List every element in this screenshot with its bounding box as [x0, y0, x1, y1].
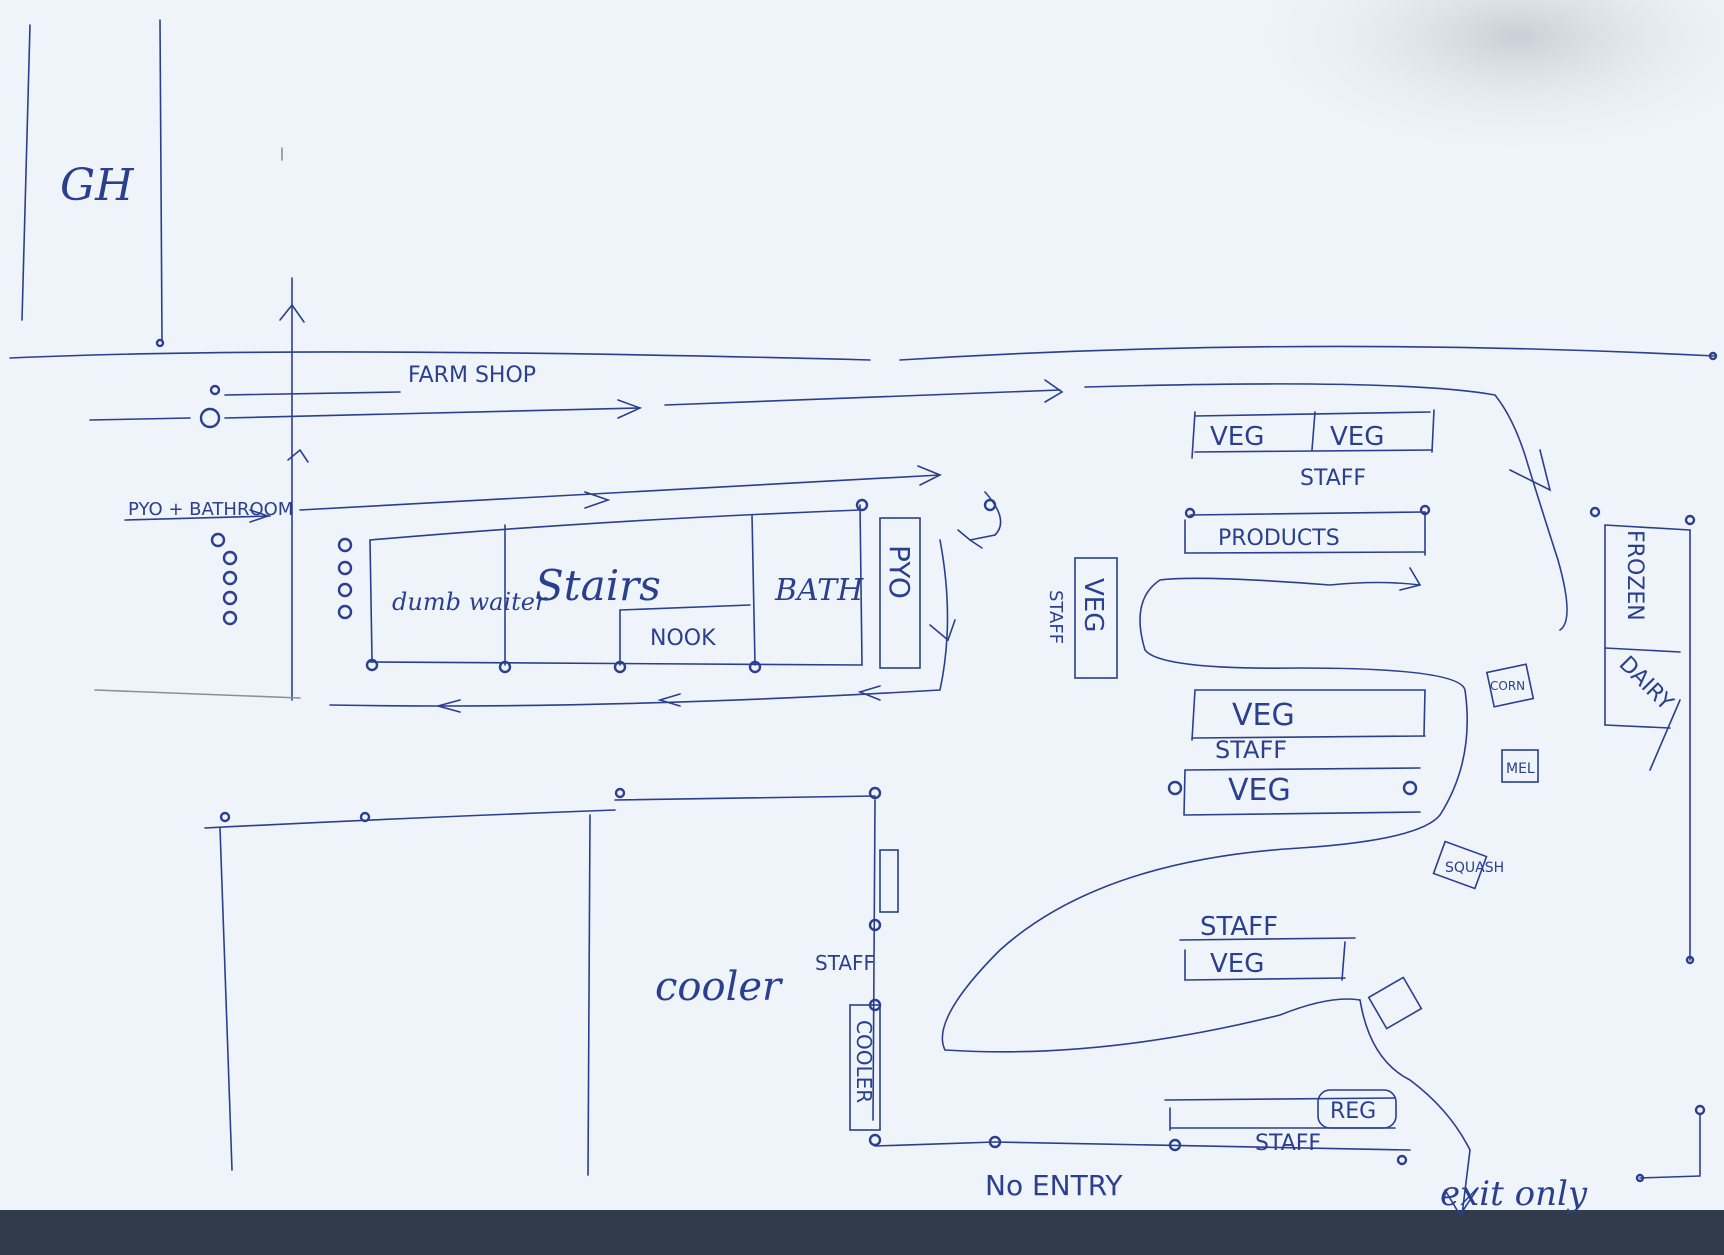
- staff-lower-label: STAFF: [1200, 912, 1278, 942]
- reg-label: REG: [1330, 1099, 1376, 1124]
- unlabeled-box: [1367, 976, 1423, 1030]
- squash-label: SQUASH: [1445, 860, 1504, 876]
- pyo-route: [124, 465, 1002, 549]
- mel-label: MEL: [1506, 761, 1535, 777]
- posts-left: [210, 532, 353, 626]
- bottom-right-corner: [1635, 1104, 1706, 1183]
- stairs-label: Stairs: [535, 561, 661, 610]
- veg-mid-2-label: VEG: [1228, 773, 1291, 808]
- farm-shop-label: FARM SHOP: [408, 363, 536, 388]
- exit-only-label: exit only: [1440, 1174, 1588, 1214]
- nook-label: NOOK: [650, 626, 716, 651]
- staff-top-label: STAFF: [1300, 466, 1366, 491]
- cooler-area: [204, 786, 1411, 1176]
- corn-label: CORN: [1490, 679, 1525, 693]
- veg-vertical-label: VEG: [1078, 578, 1108, 632]
- no-entry-label: No ENTRY: [985, 1169, 1123, 1202]
- veg-top-right-label: VEG: [1330, 422, 1384, 452]
- register-counter: [1164, 1089, 1397, 1131]
- bath-label: BATH: [774, 573, 864, 608]
- return-flow: [94, 539, 956, 713]
- serpentine-path: [941, 567, 1479, 1217]
- mel-box: [1501, 749, 1539, 783]
- products-table: [1184, 504, 1431, 556]
- staff-vertical-label: STAFF: [1045, 590, 1066, 644]
- cooler-vertical-label: COOLER: [852, 1020, 876, 1103]
- staff-cooler-label: STAFF: [815, 951, 875, 975]
- squash-box: [1432, 840, 1488, 890]
- top-veg-tables: [1191, 409, 1435, 459]
- veg-mid-1-label: VEG: [1232, 698, 1295, 733]
- farm-shop-flow: [89, 379, 1568, 631]
- staff-bottom-label: STAFF: [1255, 1131, 1321, 1156]
- paper-shadow: [900, 0, 1724, 360]
- dumb-waiter-label: dumb waiter: [392, 588, 548, 616]
- veg-lower-label: VEG: [1210, 949, 1264, 979]
- corn-box: [1485, 663, 1535, 708]
- gh-label: GH: [60, 160, 135, 211]
- paper-bottom-edge: [0, 1210, 1724, 1255]
- lower-veg-table: [1179, 937, 1356, 981]
- cooler-script-label: cooler: [655, 964, 784, 1010]
- frozen-dairy-column: [1589, 506, 1696, 965]
- vertical-veg-table: [1074, 557, 1118, 679]
- vertical-walkway: [279, 147, 309, 701]
- main-building: [365, 498, 921, 674]
- gh-building: [21, 19, 165, 348]
- pyo-label: PYO: [883, 545, 916, 599]
- products-label: PRODUCTS: [1218, 526, 1340, 551]
- frozen-label: FROZEN: [1622, 530, 1647, 621]
- veg-top-left-label: VEG: [1210, 422, 1264, 452]
- staff-mid-label: STAFF: [1215, 736, 1287, 764]
- pyo-bathroom-label: PYO + BATHROOM: [128, 499, 293, 520]
- mid-veg-tables: [1167, 689, 1426, 816]
- top-boundary: [9, 345, 1718, 396]
